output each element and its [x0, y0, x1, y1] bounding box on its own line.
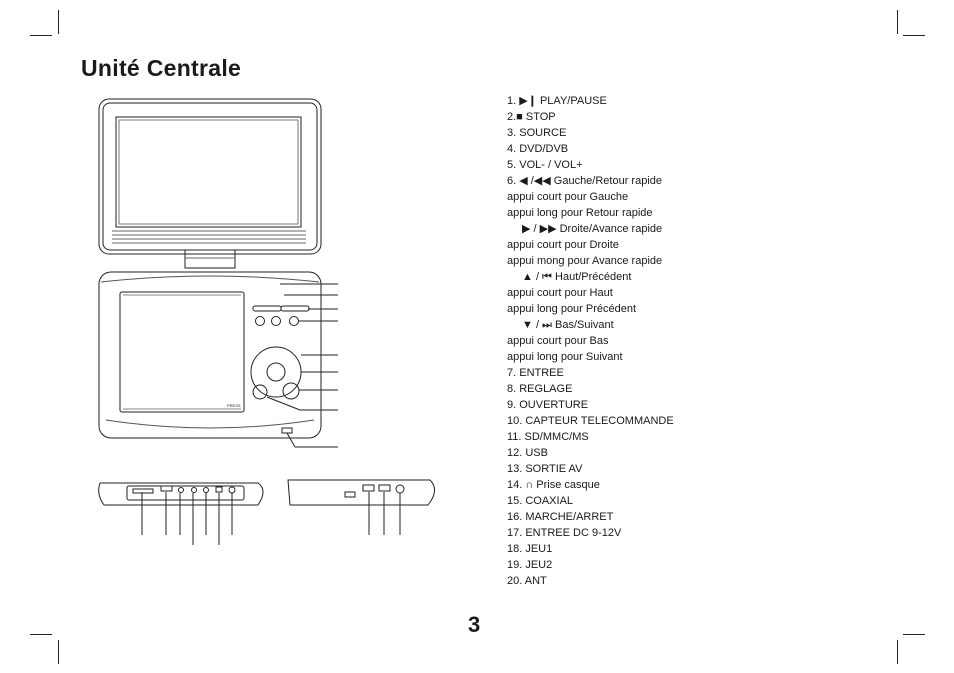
lcd-screen — [115, 116, 302, 228]
legend-item: appui court pour Bas — [507, 335, 609, 347]
legend-item: 2.■ STOP — [507, 111, 556, 123]
card-slot — [132, 488, 154, 494]
legend-item: appui court pour Droite — [507, 239, 619, 251]
legend-item: 8. REGLAGE — [507, 383, 573, 395]
legend-item: 14. ∩ Prise casque — [507, 479, 600, 491]
legend-item: 1. ▶❙ PLAY/PAUSE — [507, 95, 607, 107]
crop-mark — [897, 640, 898, 664]
legend-item: 13. SORTIE AV — [507, 463, 583, 475]
legend-item: 17. ENTREE DC 9-12V — [507, 527, 622, 539]
ir-sensor — [281, 427, 293, 434]
crop-mark — [30, 634, 52, 635]
legend-item: ▲ / ⏮ Haut/Précédent — [522, 271, 632, 283]
legend-item: appui long pour Suivant — [507, 351, 623, 363]
crop-mark — [58, 640, 59, 664]
crop-mark — [30, 35, 52, 36]
legend-item: 5. VOL- / VOL+ — [507, 159, 583, 171]
right-side-view — [287, 479, 435, 506]
legend-item: 11. SD/MMC/MS — [507, 431, 589, 443]
legend-item: 3. SOURCE — [507, 127, 567, 139]
legend-item: 6. ◀ /◀◀ Gauche/Retour rapide — [507, 175, 663, 187]
legend-item: 9. OUVERTURE — [507, 399, 589, 411]
legend-item: appui mong pour Avance rapide — [507, 255, 663, 267]
parts-legend: 1. ▶❙ PLAY/PAUSE 2.■ STOP 3. SOURCE 4. DVD/… — [507, 93, 837, 589]
vol-button — [289, 316, 299, 326]
legend-item: appui long pour Précédent — [507, 303, 637, 315]
page-title: Unité Centrale — [81, 55, 242, 82]
crop-mark — [903, 35, 925, 36]
press-label: PRESS — [227, 403, 241, 408]
screen-lid-inner — [102, 102, 318, 251]
navigation-pad — [250, 346, 302, 398]
legend-item: appui court pour Haut — [507, 287, 613, 299]
crop-mark — [897, 10, 898, 34]
legend-item: 7. ENTREE — [507, 367, 564, 379]
usb-port-left — [160, 485, 173, 492]
play-pause-button — [252, 305, 282, 312]
base-outline — [98, 271, 322, 439]
usb-port-game1 — [362, 484, 375, 492]
left-side-view — [98, 482, 264, 506]
screen-lid-outline — [98, 98, 322, 255]
antenna-jack — [395, 484, 405, 494]
legend-item: 12. USB — [507, 447, 548, 459]
crop-mark — [903, 634, 925, 635]
setup-button — [252, 384, 268, 400]
lcd-screen-inner — [118, 119, 299, 225]
legend-item: 18. JEU1 — [507, 543, 553, 555]
enter-button — [266, 362, 286, 382]
legend-item: 19. JEU2 — [507, 559, 553, 571]
legend-item: ▶ / ▶▶ Droite/Avance rapide — [522, 223, 663, 235]
legend-item: 16. MARCHE/ARRET — [507, 511, 614, 523]
crop-mark — [58, 10, 59, 34]
dvd-dvb-button — [271, 316, 281, 326]
legend-item: 15. COAXIAL — [507, 495, 574, 507]
hinge — [184, 249, 236, 269]
disc-lid — [119, 291, 245, 413]
usb-port-game2 — [378, 484, 391, 492]
stop-button — [280, 305, 310, 312]
legend-item: 10. CAPTEUR TELECOMMANDE — [507, 415, 674, 427]
legend-item: ▼ / ⏭ Bas/Suivant — [522, 319, 614, 331]
page-number: 3 — [468, 612, 481, 637]
legend-item: appui court pour Gauche — [507, 191, 629, 203]
legend-item: 4. DVD/DVB — [507, 143, 569, 155]
legend-item: appui long pour Retour rapide — [507, 207, 653, 219]
open-button — [282, 382, 300, 400]
legend-item: 20. ANT — [507, 575, 547, 587]
source-button — [255, 316, 265, 326]
